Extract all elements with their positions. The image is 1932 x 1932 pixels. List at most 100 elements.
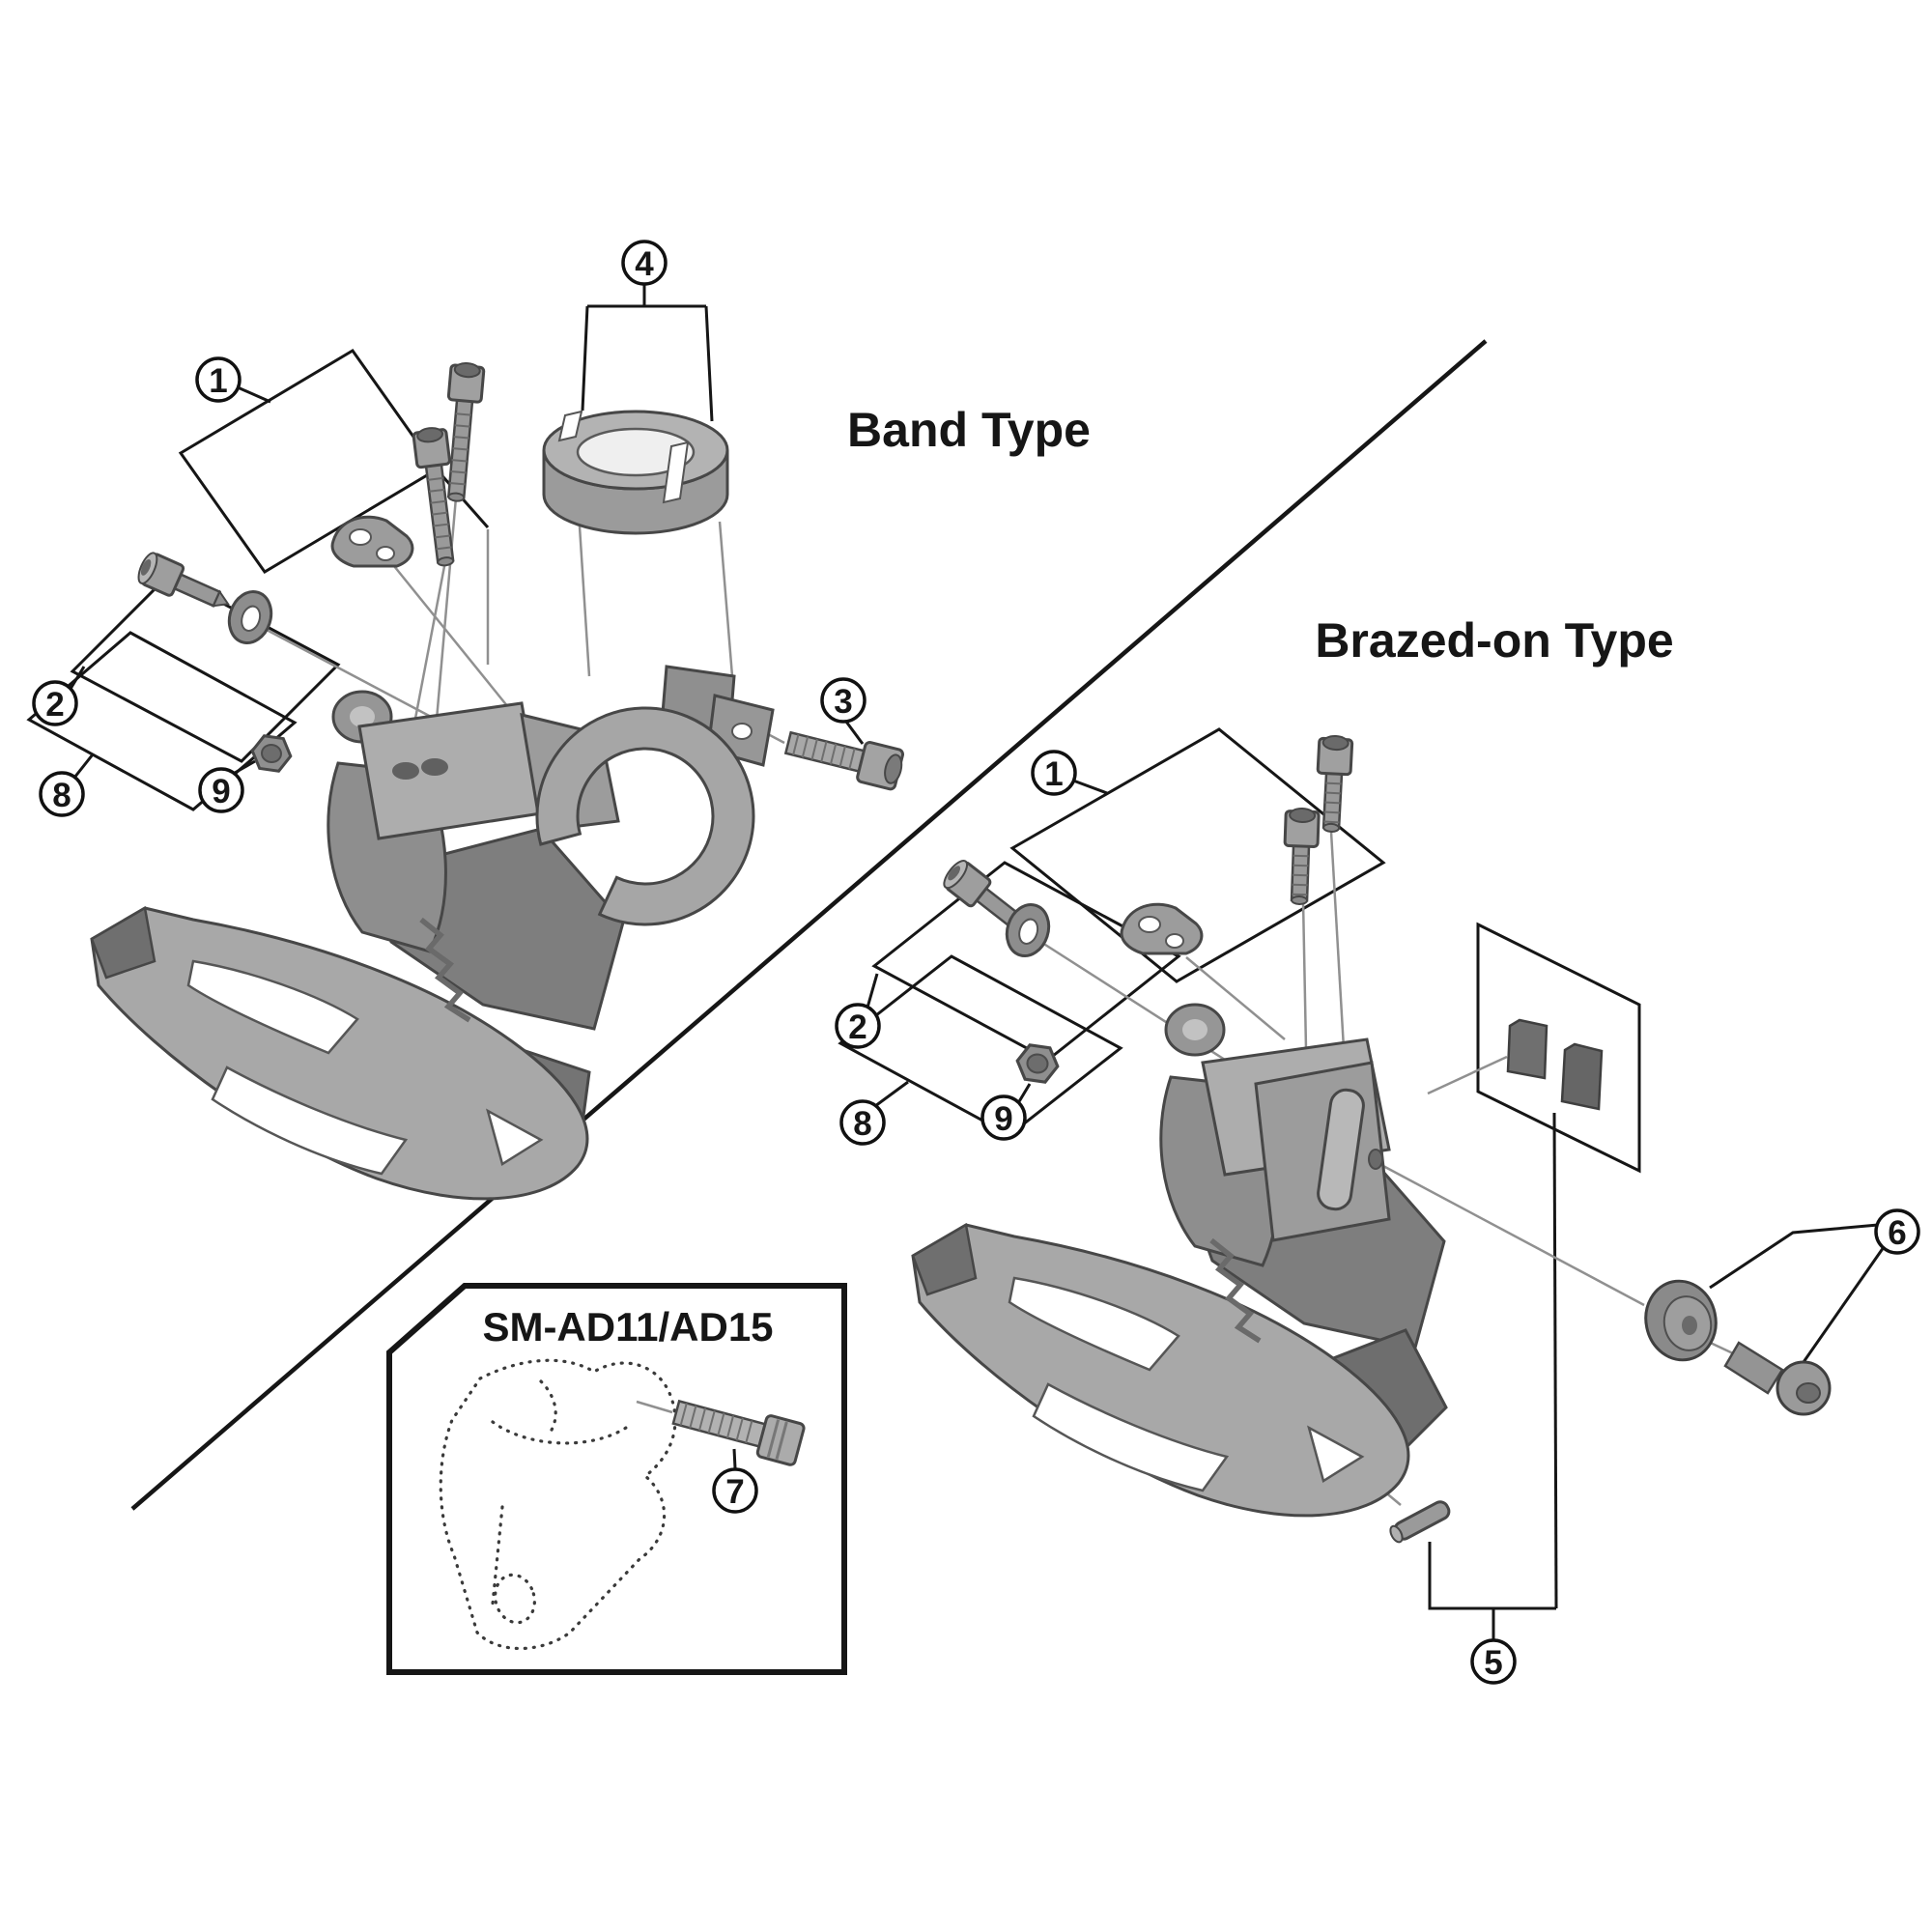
band-callout-8: 8 [39, 771, 85, 817]
brazed-group2-box [871, 861, 1181, 1062]
inset-callout-7: 7 [712, 1467, 758, 1514]
brazed-type-section: Brazed-on Type [835, 613, 1920, 1685]
callout-number: 9 [994, 1100, 1012, 1138]
band-mount-seat [357, 701, 543, 840]
dotted-clamp-leg-line [491, 1505, 504, 1605]
callout-number: 1 [209, 362, 227, 400]
callout-number: 4 [635, 245, 654, 283]
brazed-pivot-boss-center [1182, 1019, 1208, 1040]
band-backing-plate [330, 515, 414, 568]
callout-circle [621, 240, 668, 286]
brazed-plate-guide [1185, 956, 1286, 1040]
inset-bolt-threads [679, 1403, 753, 1444]
band-pivot-boss-center [350, 706, 375, 727]
callout-number: 8 [52, 777, 71, 814]
clamp-bolt-socket [884, 753, 903, 784]
brazed-cam-nut [1644, 1279, 1718, 1362]
band-callout-1: 1 [195, 356, 242, 403]
support-pad-left [1506, 1018, 1548, 1080]
brazed-callout-6: 6 [1874, 1208, 1920, 1255]
callout-circle [198, 767, 244, 813]
brazed-mount-cylinder [1317, 1088, 1365, 1211]
brazed-callout6-arm-upper [1709, 1223, 1879, 1290]
callout-number: 2 [848, 1009, 867, 1046]
band-seat-hole-left [392, 762, 419, 780]
band-clamp-bolt [783, 730, 905, 791]
callout-circle [839, 1099, 886, 1146]
inset-box [386, 1283, 847, 1675]
brazed-callout8-connector [874, 1080, 909, 1108]
clamp-bolt-threads [792, 734, 856, 770]
band-cage-tip [90, 906, 156, 980]
band-washer [221, 584, 279, 650]
callout-circle [712, 1467, 758, 1514]
inset-bolt-head-line1 [766, 1419, 781, 1458]
band-callout8-connector [72, 753, 95, 779]
brazed-mount-hole [1368, 1149, 1383, 1170]
band-shim-guide-left [578, 526, 591, 677]
brazed-group5-drop-line [1552, 1112, 1558, 1609]
band-callout-2: 2 [32, 680, 78, 726]
callout-number: 1 [1044, 755, 1063, 793]
mount-cylinder-body [1317, 1088, 1365, 1211]
brazed-type-title: Brazed-on Type [1315, 613, 1673, 668]
band-callout-3: 3 [820, 677, 867, 724]
brazed-callout-9: 9 [980, 1094, 1027, 1141]
band-callout-9: 9 [198, 767, 244, 813]
callout-circle [39, 771, 85, 817]
band-callout4-bracket [581, 284, 714, 422]
brazed-pads-box [1476, 922, 1641, 1174]
band-cage-cutout-right [486, 1108, 544, 1166]
brazed-callout5-bracket [1428, 1542, 1556, 1639]
band-clamp-ring [535, 706, 755, 926]
brazed-callout-2: 2 [835, 1003, 881, 1049]
brazed-camnut-guide [1366, 1155, 1645, 1307]
band-shim-ring [542, 410, 729, 535]
band-type-section: Band Type [26, 240, 1091, 1201]
brazed-support-pads [1506, 1018, 1604, 1111]
brazed-callout2-connector [866, 973, 879, 1009]
brazed-cage-tip [911, 1223, 978, 1296]
brazed-fixing-bolt-right [1313, 733, 1354, 835]
band-clampbolt-guide [767, 732, 785, 745]
inset-clamp-bolt [671, 1399, 806, 1466]
brazed-callout6-arm-lower [1802, 1246, 1886, 1363]
band-clamp-bolt-hole [731, 723, 753, 740]
callout-circle [835, 1003, 881, 1049]
shim-ring-split-top [557, 410, 583, 442]
callout-number: 8 [853, 1105, 871, 1143]
callout-circle [980, 1094, 1027, 1141]
brazed-mount-block [1254, 1061, 1391, 1242]
dotted-clamp-hole [494, 1573, 536, 1625]
band-group2-box [70, 573, 341, 763]
dotted-clamp-slot [539, 1379, 557, 1434]
brazed-callout-5: 5 [1470, 1638, 1517, 1685]
section-divider-line [130, 339, 1488, 1511]
cam-nut-hole [1682, 1316, 1697, 1335]
band-derailleur-body [90, 665, 775, 1201]
brazed-fixing-bolt-left [1281, 806, 1321, 907]
brazed-boltA-guide [1329, 831, 1348, 1083]
dotted-clamp-inner-arc [491, 1420, 628, 1445]
callout-circle [1031, 750, 1077, 796]
support-pad-right [1560, 1042, 1604, 1111]
brazed-nut [1013, 1041, 1062, 1086]
band-cage-cutout-lower [211, 1065, 409, 1176]
callout-number: 6 [1888, 1214, 1906, 1252]
brazed-callout-1: 1 [1031, 750, 1077, 796]
brazed-pad-guide [1427, 1055, 1508, 1095]
brazed-derailleur-body [911, 1003, 1448, 1518]
brazed-mount-bolt [1723, 1341, 1832, 1416]
inset-panel: SM-AD11/AD15 7 [386, 1283, 847, 1675]
callout-number: 2 [45, 686, 64, 724]
inset-bolt-head-line2 [775, 1421, 788, 1460]
brazed-spring [1209, 1237, 1262, 1344]
brazed-group8-box [838, 954, 1123, 1137]
callout-number: 7 [725, 1473, 744, 1511]
inset-dotted-clamp [439, 1358, 677, 1650]
callout-circle [32, 680, 78, 726]
band-type-title: Band Type [847, 403, 1091, 457]
brazed-backing-plate [1120, 902, 1204, 955]
band-nut [248, 732, 295, 775]
